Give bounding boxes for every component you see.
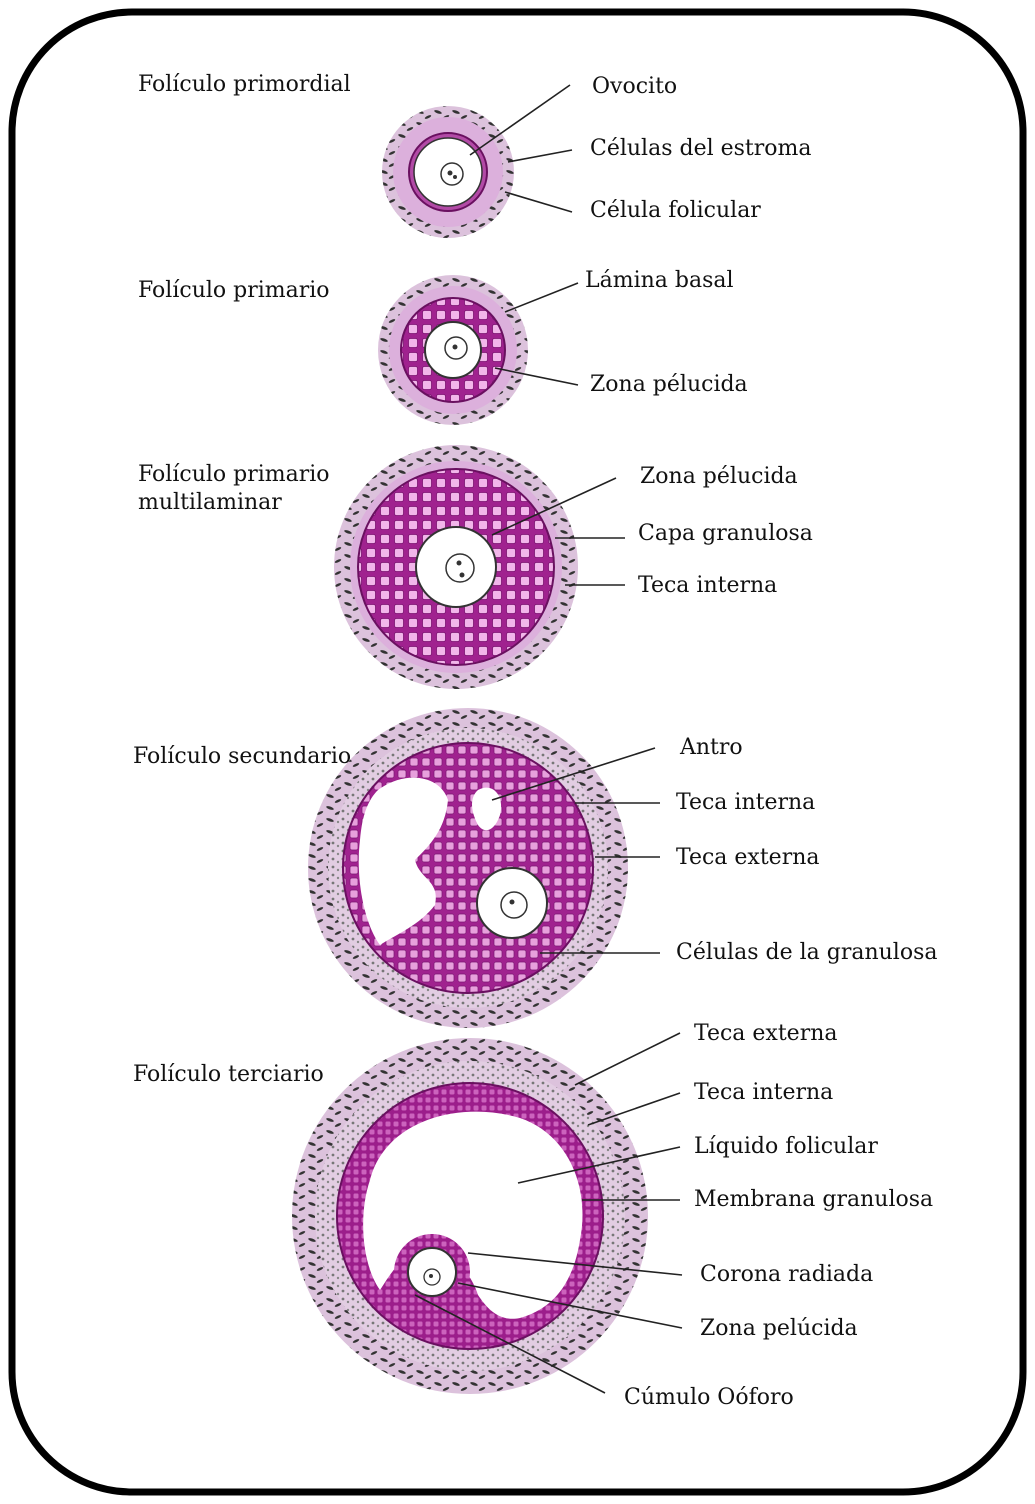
primordial-follicle-figure [382,106,514,238]
label-celulas-granulosa: Células de la granulosa [676,940,937,966]
label-teca-externa-tertiary: Teca externa [694,1021,838,1047]
label-membrana-granulosa: Membrana granulosa [694,1187,933,1213]
label-zona-pelucida-tertiary: Zona pelúcida [700,1316,858,1342]
label-celulas-estroma: Células del estroma [590,136,812,162]
multilaminar-follicle-figure [334,445,578,689]
label-lamina-basal: Lámina basal [585,268,734,294]
tertiary-follicle-figure [292,1038,648,1394]
stage-title-primordial: Folículo primordial [138,72,351,98]
stage-title-primary: Folículo primario [138,278,330,304]
primary-follicle-figure [378,275,528,425]
label-teca-interna-tertiary: Teca interna [694,1080,833,1106]
label-teca-interna-secondary: Teca interna [676,790,815,816]
label-teca-interna-multilaminar: Teca interna [638,573,777,599]
label-capa-granulosa: Capa granulosa [638,521,813,547]
label-antro: Antro [680,735,743,761]
label-liquido-folicular: Líquido folicular [694,1134,878,1160]
stage-title-secondary: Folículo secundario [133,744,351,770]
label-cumulo-ooforo: Cúmulo Oóforo [624,1385,794,1411]
label-corona-radiada: Corona radiada [700,1262,873,1288]
label-zona-pelucida-primary: Zona pélucida [590,372,748,398]
stage-title-multilaminar-line1: Folículo primario [138,462,330,488]
label-zona-pelucida-multilaminar: Zona pélucida [640,464,798,490]
stage-title-tertiary: Folículo terciario [133,1062,324,1088]
secondary-follicle-figure [308,708,628,1028]
label-ovocito: Ovocito [592,74,677,100]
stage-title-multilaminar-line2: multilaminar [138,490,282,516]
label-teca-externa-secondary: Teca externa [676,845,820,871]
label-celula-folicular: Célula folicular [590,198,761,224]
